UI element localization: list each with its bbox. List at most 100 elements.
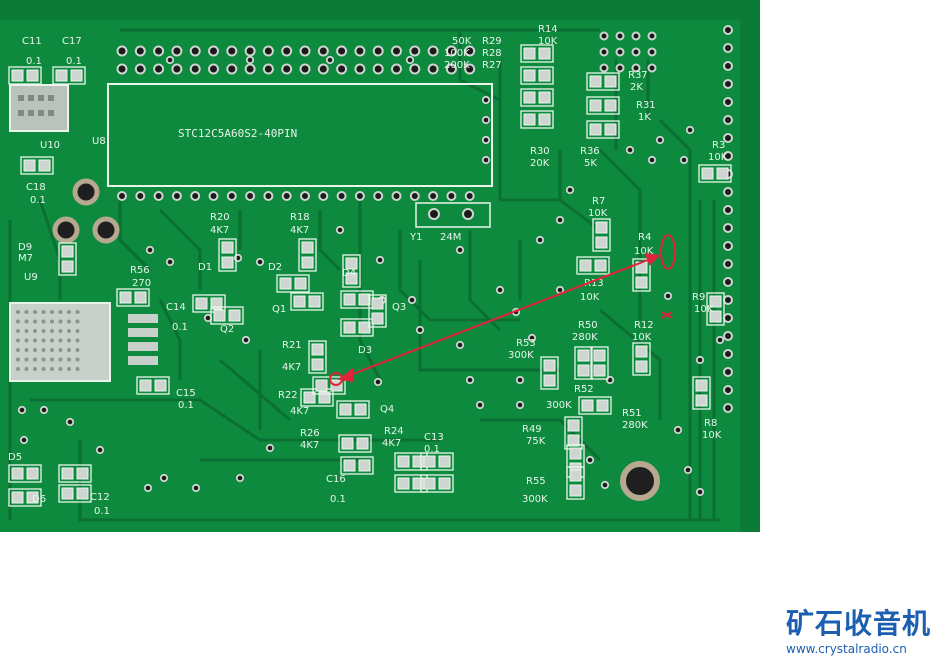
label-d5: D5 — [8, 452, 22, 463]
mcu-pin-hole — [428, 191, 439, 201]
smd-pad — [11, 69, 24, 82]
u9-hole — [33, 329, 37, 333]
label-r7: R7 — [592, 196, 605, 207]
side-header-hole — [723, 25, 733, 35]
u9-hole — [41, 367, 46, 371]
smd-outline — [574, 346, 593, 380]
label-q1: Q1 — [272, 304, 286, 315]
smd-outline — [520, 88, 554, 107]
via — [455, 245, 465, 255]
smd-outline — [210, 306, 244, 325]
smd-pad — [195, 297, 208, 310]
smd-pad — [301, 256, 314, 269]
label-c12-value: 0.1 — [94, 506, 110, 517]
smd-outline — [20, 156, 54, 175]
smd-outline — [566, 466, 585, 500]
trace — [158, 299, 182, 380]
header-hole — [171, 45, 183, 57]
smd-outline — [420, 452, 454, 471]
label-c17-value: 0.1 — [66, 56, 82, 67]
smd-outline — [8, 488, 42, 507]
smd-outline — [192, 294, 226, 313]
label-y1: Y1 — [409, 232, 422, 243]
trace — [658, 118, 692, 520]
top-right-hole — [647, 31, 657, 41]
smd-outline — [520, 110, 554, 129]
label-r53-value: 300K — [508, 350, 534, 361]
smd-pad — [423, 477, 436, 490]
via — [673, 425, 683, 435]
via — [481, 135, 491, 145]
top-right-hole — [599, 63, 609, 73]
smd-pad — [709, 295, 722, 308]
label-u10: U10 — [40, 140, 60, 151]
header-hole — [464, 63, 476, 75]
trace — [398, 230, 520, 322]
u9-hole — [58, 338, 63, 343]
smd-pad — [371, 297, 384, 310]
label-r18: R18 — [290, 212, 310, 223]
smd-pad — [635, 360, 648, 373]
mcu-pin-hole — [190, 191, 201, 201]
side-header-hole — [723, 403, 733, 413]
smd-pad — [228, 309, 241, 322]
label-r14-value: 10K — [538, 36, 558, 47]
u9-hole — [41, 357, 46, 362]
label-r21-value: 4K7 — [282, 362, 301, 373]
smd-pad — [604, 99, 617, 112]
smd-pad — [119, 291, 132, 304]
mcu-pin-hole — [245, 191, 256, 201]
pcb-photo: STC12C5A60S2-40PIN C11 0.1 C17 0.1 U10 U… — [0, 0, 760, 532]
u9-hole — [50, 319, 54, 324]
side-header-hole — [723, 133, 733, 143]
pin-header-right — [599, 25, 733, 413]
u9-hole — [41, 310, 46, 314]
side-header-hole — [723, 223, 733, 233]
side-header-hole — [723, 79, 733, 89]
smd-pad — [358, 293, 371, 306]
mounting-hole — [72, 178, 100, 206]
smd-pad — [567, 434, 580, 447]
smd-pad — [589, 75, 602, 88]
header-hole — [262, 63, 274, 75]
top-right-hole — [599, 47, 609, 57]
label-c16-value: 0.1 — [330, 494, 346, 505]
via — [235, 473, 245, 483]
mcu-pin-hole — [391, 191, 402, 201]
header-hole — [445, 63, 457, 75]
label-200k: 200K — [444, 60, 470, 71]
label-c13-value: 0.1 — [424, 444, 440, 455]
top-right-hole — [615, 31, 625, 41]
smd-pad — [26, 69, 39, 82]
smd-pad — [543, 359, 556, 372]
side-header-hole — [723, 295, 733, 305]
smd-outline — [58, 464, 92, 483]
label-r55-value: 300K — [522, 494, 548, 505]
smd-pad — [577, 364, 590, 377]
via — [165, 257, 175, 267]
smd-pad — [61, 487, 74, 500]
smd-pad — [55, 69, 68, 82]
header-hole — [409, 45, 421, 57]
smd-outline — [592, 218, 611, 252]
smd-pad — [311, 343, 324, 356]
label-r37: R37 — [628, 70, 648, 81]
smd-pad — [343, 293, 356, 306]
smd-outline — [338, 434, 372, 453]
smd-pad — [538, 47, 551, 60]
via — [19, 435, 29, 445]
side-header-hole — [723, 205, 733, 215]
via — [159, 473, 169, 483]
header-hole — [153, 63, 165, 75]
trace — [480, 418, 602, 462]
u9-hole — [75, 367, 80, 371]
u9-hole — [33, 338, 37, 343]
u9-hole — [24, 319, 29, 324]
label-r52: R52 — [574, 384, 594, 395]
smd-outline — [58, 242, 77, 276]
u9-hole — [50, 357, 54, 362]
header-hole — [317, 45, 329, 57]
side-header-hole — [723, 331, 733, 341]
mcu-pin-hole — [464, 191, 475, 201]
smd-pad — [594, 259, 607, 272]
